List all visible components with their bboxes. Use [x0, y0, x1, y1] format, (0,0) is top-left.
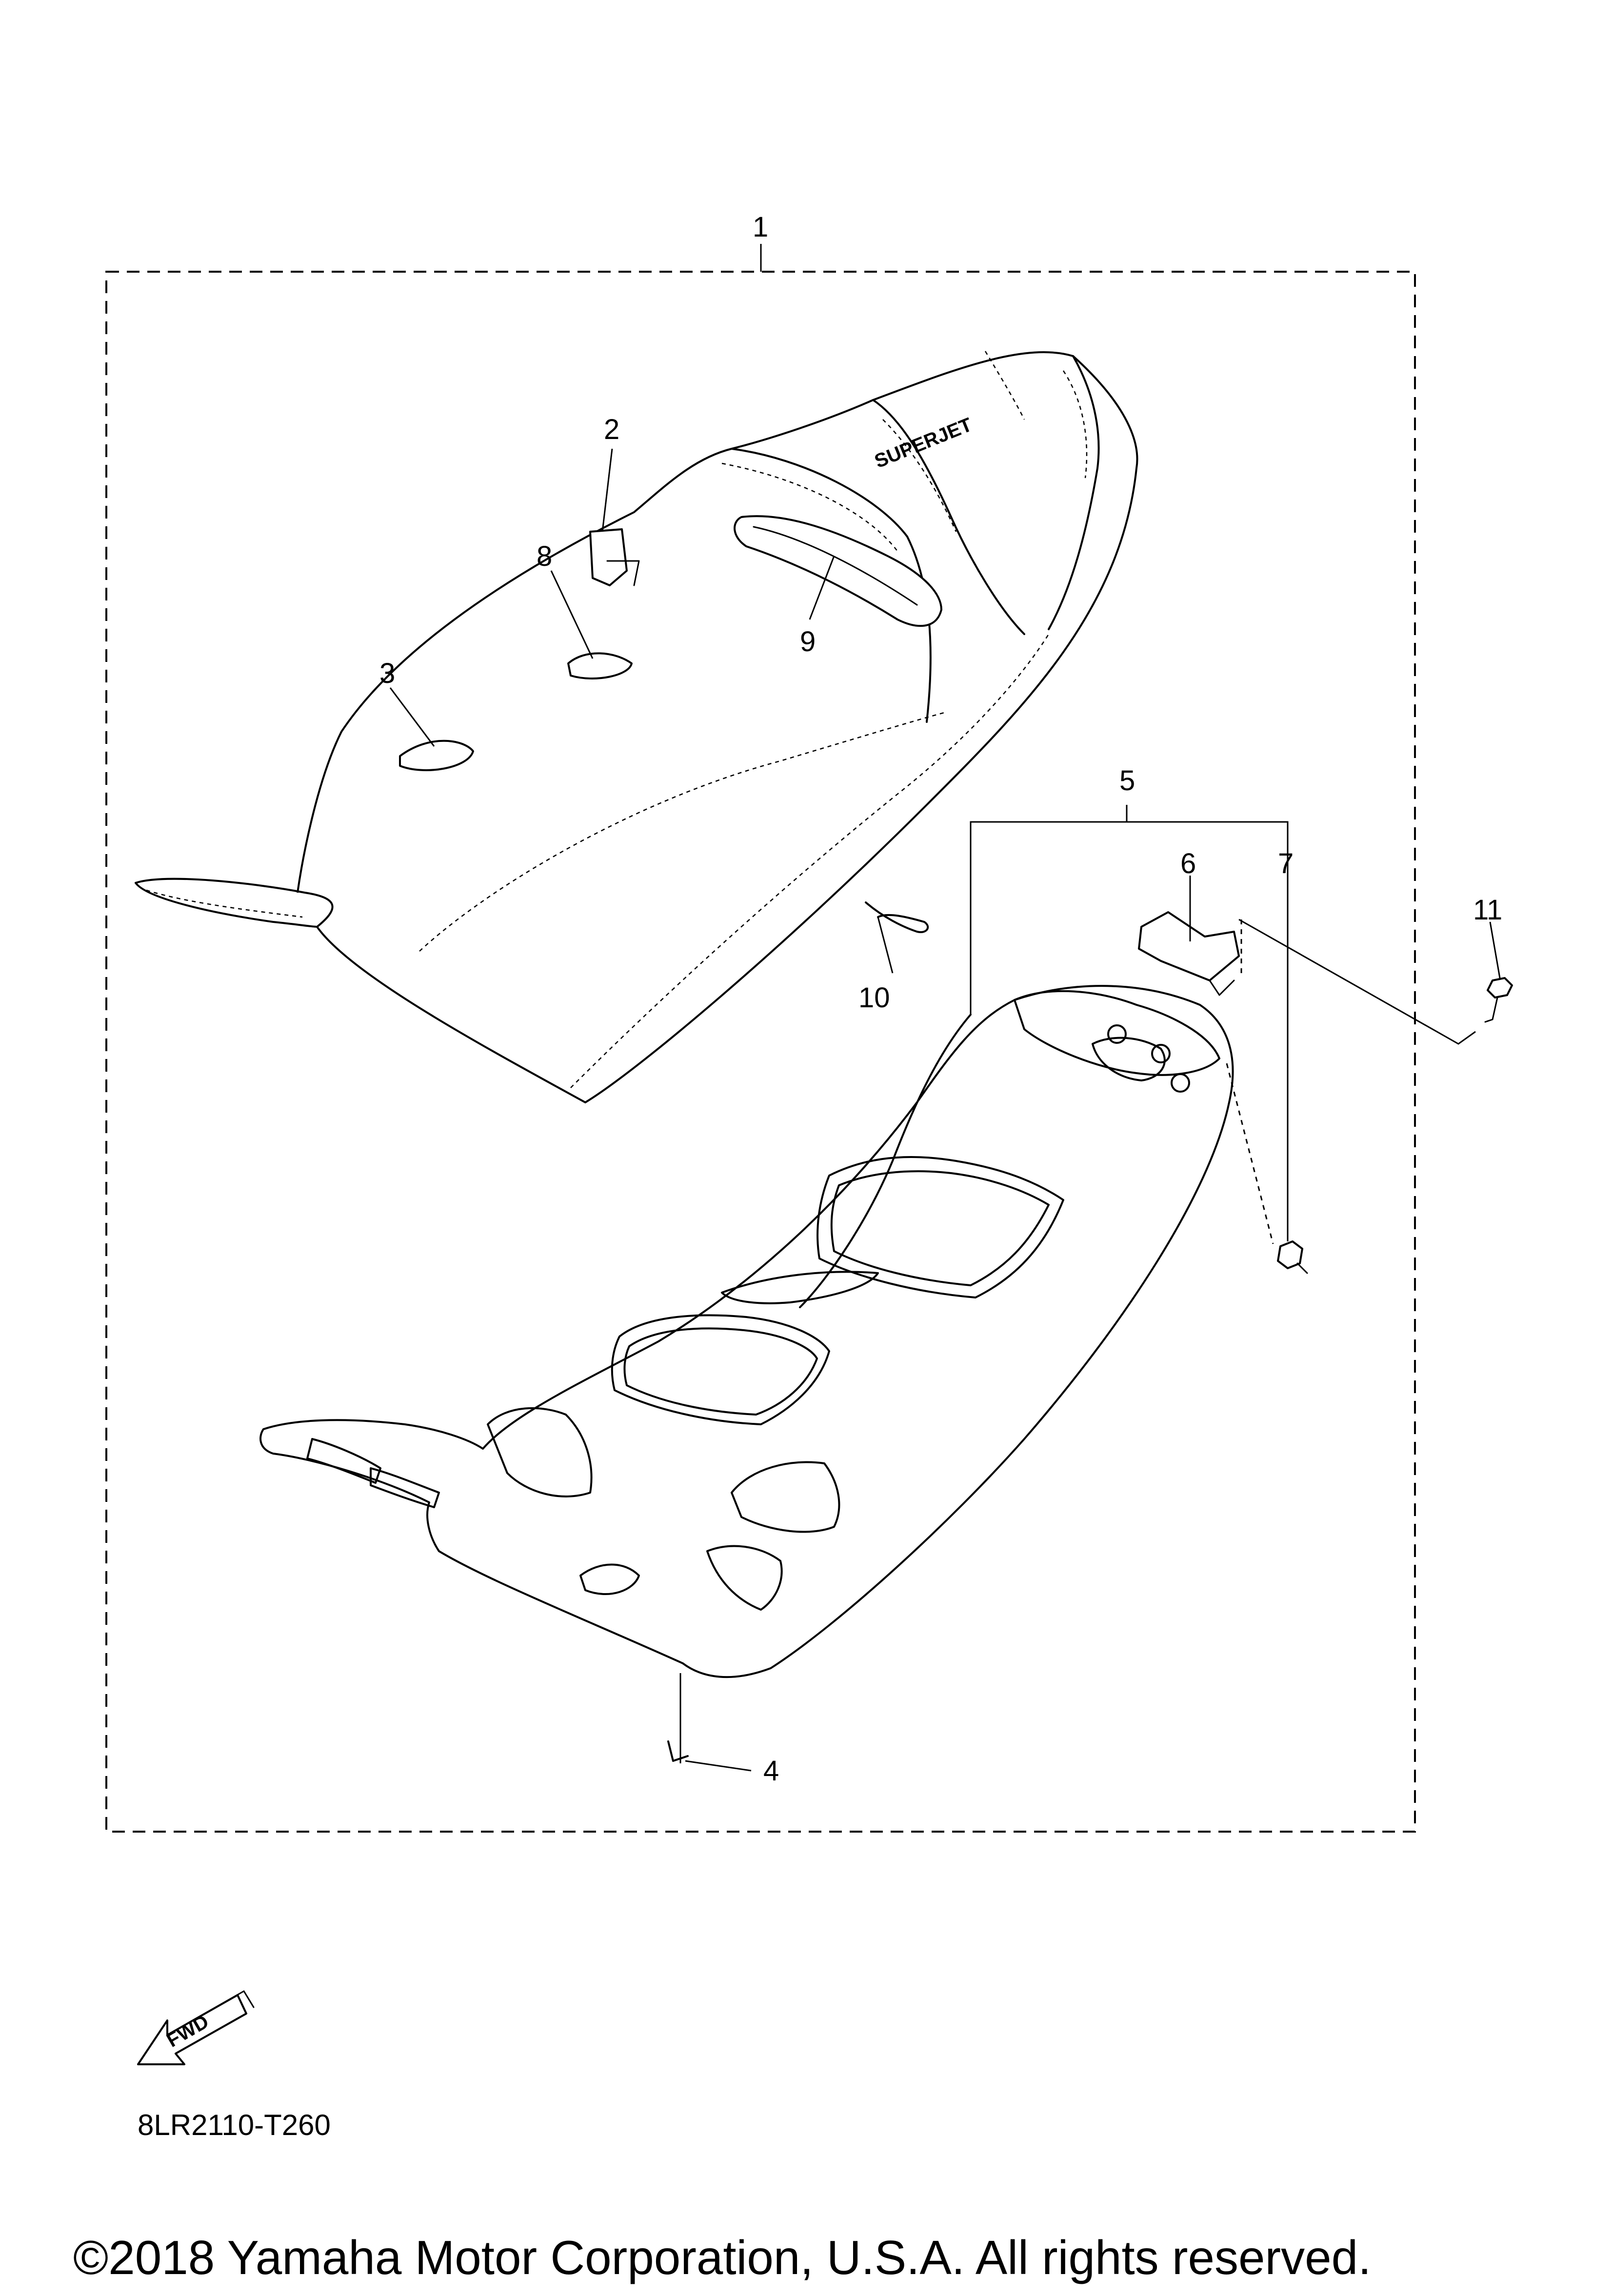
- copyright-notice: ©2018 Yamaha Motor Corporation, U.S.A. A…: [73, 2231, 1371, 2284]
- callout-2: 2: [604, 414, 619, 445]
- forward-arrow-icon: FWD: [137, 1990, 255, 2065]
- seat-base: [259, 985, 1234, 1678]
- clip-part-10: [865, 901, 929, 933]
- callout-7: 7: [1278, 848, 1294, 879]
- clip-part-4: [667, 1740, 689, 1762]
- diagram-code: 8LR2110-T260: [138, 2109, 331, 2141]
- callout-10: 10: [858, 982, 890, 1014]
- bracket-part-6: [1138, 911, 1240, 996]
- bolt-part-11: [1484, 977, 1513, 1023]
- callout-6: 6: [1180, 848, 1196, 879]
- leader-lines: [389, 244, 1501, 1772]
- nut-part-7: [1277, 1240, 1308, 1274]
- callout-5: 5: [1119, 765, 1135, 797]
- callout-1: 1: [753, 211, 768, 243]
- callout-9: 9: [800, 626, 816, 658]
- callout-8: 8: [537, 540, 552, 572]
- callout-4: 4: [763, 1755, 779, 1787]
- callout-3: 3: [379, 658, 395, 689]
- seat-cover: SUPERJET: [135, 351, 1138, 1103]
- callout-labels: 1 2 8 3 9 5 6 7 11 10 4: [379, 211, 1502, 1787]
- callout-11: 11: [1473, 894, 1502, 926]
